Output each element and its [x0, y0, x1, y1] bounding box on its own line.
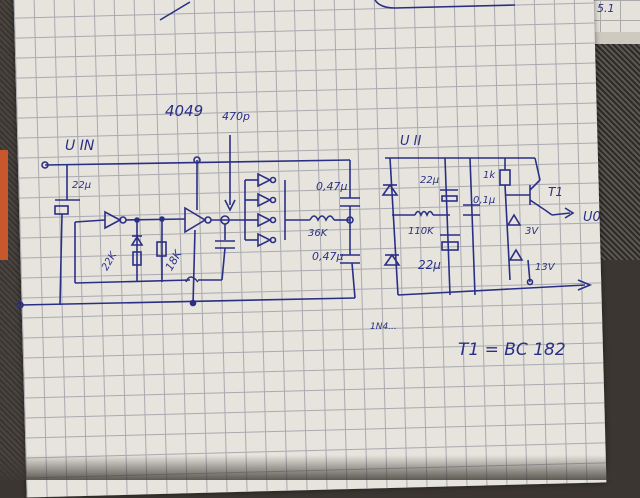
label-bottom-cap: 0,47µ	[312, 250, 344, 263]
label-cap-top: 22µ	[420, 175, 440, 186]
label-coupling-cap: 470p	[222, 110, 250, 123]
label-input-cap: 22µ	[72, 180, 92, 191]
label-cap-parallel: 0,1µ	[473, 195, 496, 206]
inverter-array	[245, 172, 277, 248]
label-output: U0	[583, 210, 601, 225]
label-ic: 4049	[165, 102, 204, 120]
orange-object	[0, 150, 8, 260]
label-note-1n: 1N4...	[370, 322, 397, 332]
schematic-drawing	[16, 0, 593, 309]
label-uii: U II	[400, 134, 422, 149]
ground-rail	[19, 297, 356, 306]
label-uin: U IN	[65, 138, 95, 154]
label-zener2: 13V	[535, 262, 555, 273]
footnote-transistor: T1 = BC 182	[458, 340, 566, 360]
label-top-cap: 0,47µ	[316, 180, 348, 193]
inductor	[309, 215, 335, 222]
label-inductor-right: 110K	[408, 226, 434, 237]
label-cap-bottom: 22µ	[418, 258, 441, 272]
page-marker: 5.1	[597, 2, 615, 15]
hand-shadow	[0, 455, 640, 480]
label-inductor: 36K	[308, 228, 328, 239]
stray-mark	[159, 1, 191, 21]
label-resistor: 1k	[483, 170, 496, 181]
stray-mark	[374, 0, 516, 9]
label-transistor: T1	[548, 185, 563, 199]
label-zener1: 3V	[525, 226, 539, 237]
right-ground-rail	[397, 284, 586, 296]
